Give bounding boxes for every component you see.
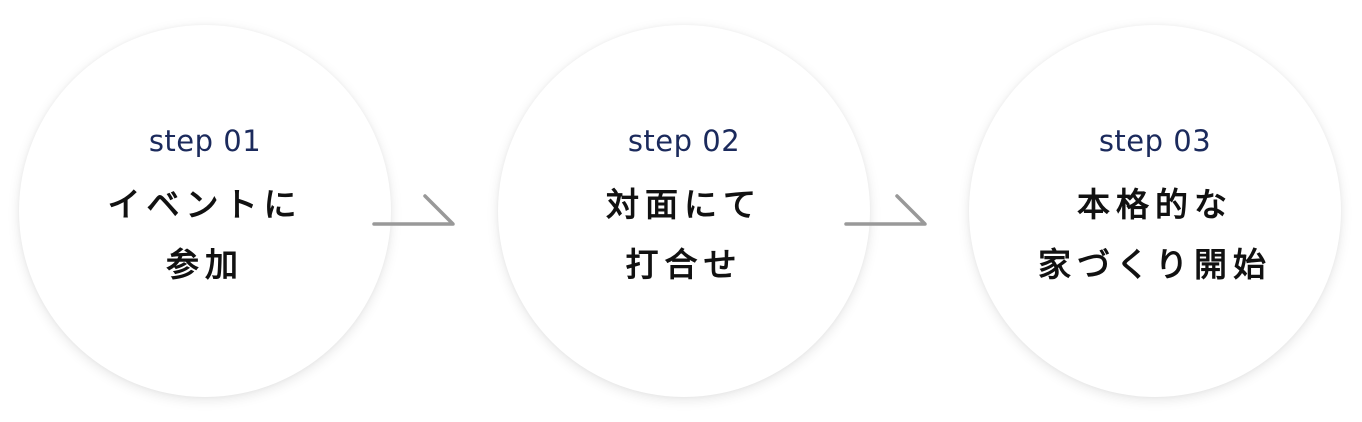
step-title: イベントに 参加	[108, 175, 303, 295]
step-label: step 01	[148, 124, 262, 158]
step-label: step 02	[627, 124, 741, 158]
step-title-line: 打合せ	[625, 245, 743, 284]
step-title-line: 家づくり開始	[1038, 245, 1272, 284]
step-circle-3: step 03 本格的な 家づくり開始	[969, 25, 1341, 397]
step-circle-1: step 01 イベントに 参加	[19, 25, 391, 397]
step-title-line: イベントに	[107, 185, 303, 224]
arrow-right-icon	[844, 194, 927, 226]
arrow-right-icon	[372, 194, 455, 226]
step-title-line: 対面にて	[606, 185, 762, 224]
step-title-line: 本格的な	[1077, 185, 1233, 224]
step-title: 本格的な 家づくり開始	[1038, 175, 1272, 295]
step-title: 対面にて 打合せ	[606, 175, 762, 295]
step-label: step 03	[1098, 124, 1212, 158]
step-circle-2: step 02 対面にて 打合せ	[498, 25, 870, 397]
step-title-line: 参加	[166, 245, 244, 284]
